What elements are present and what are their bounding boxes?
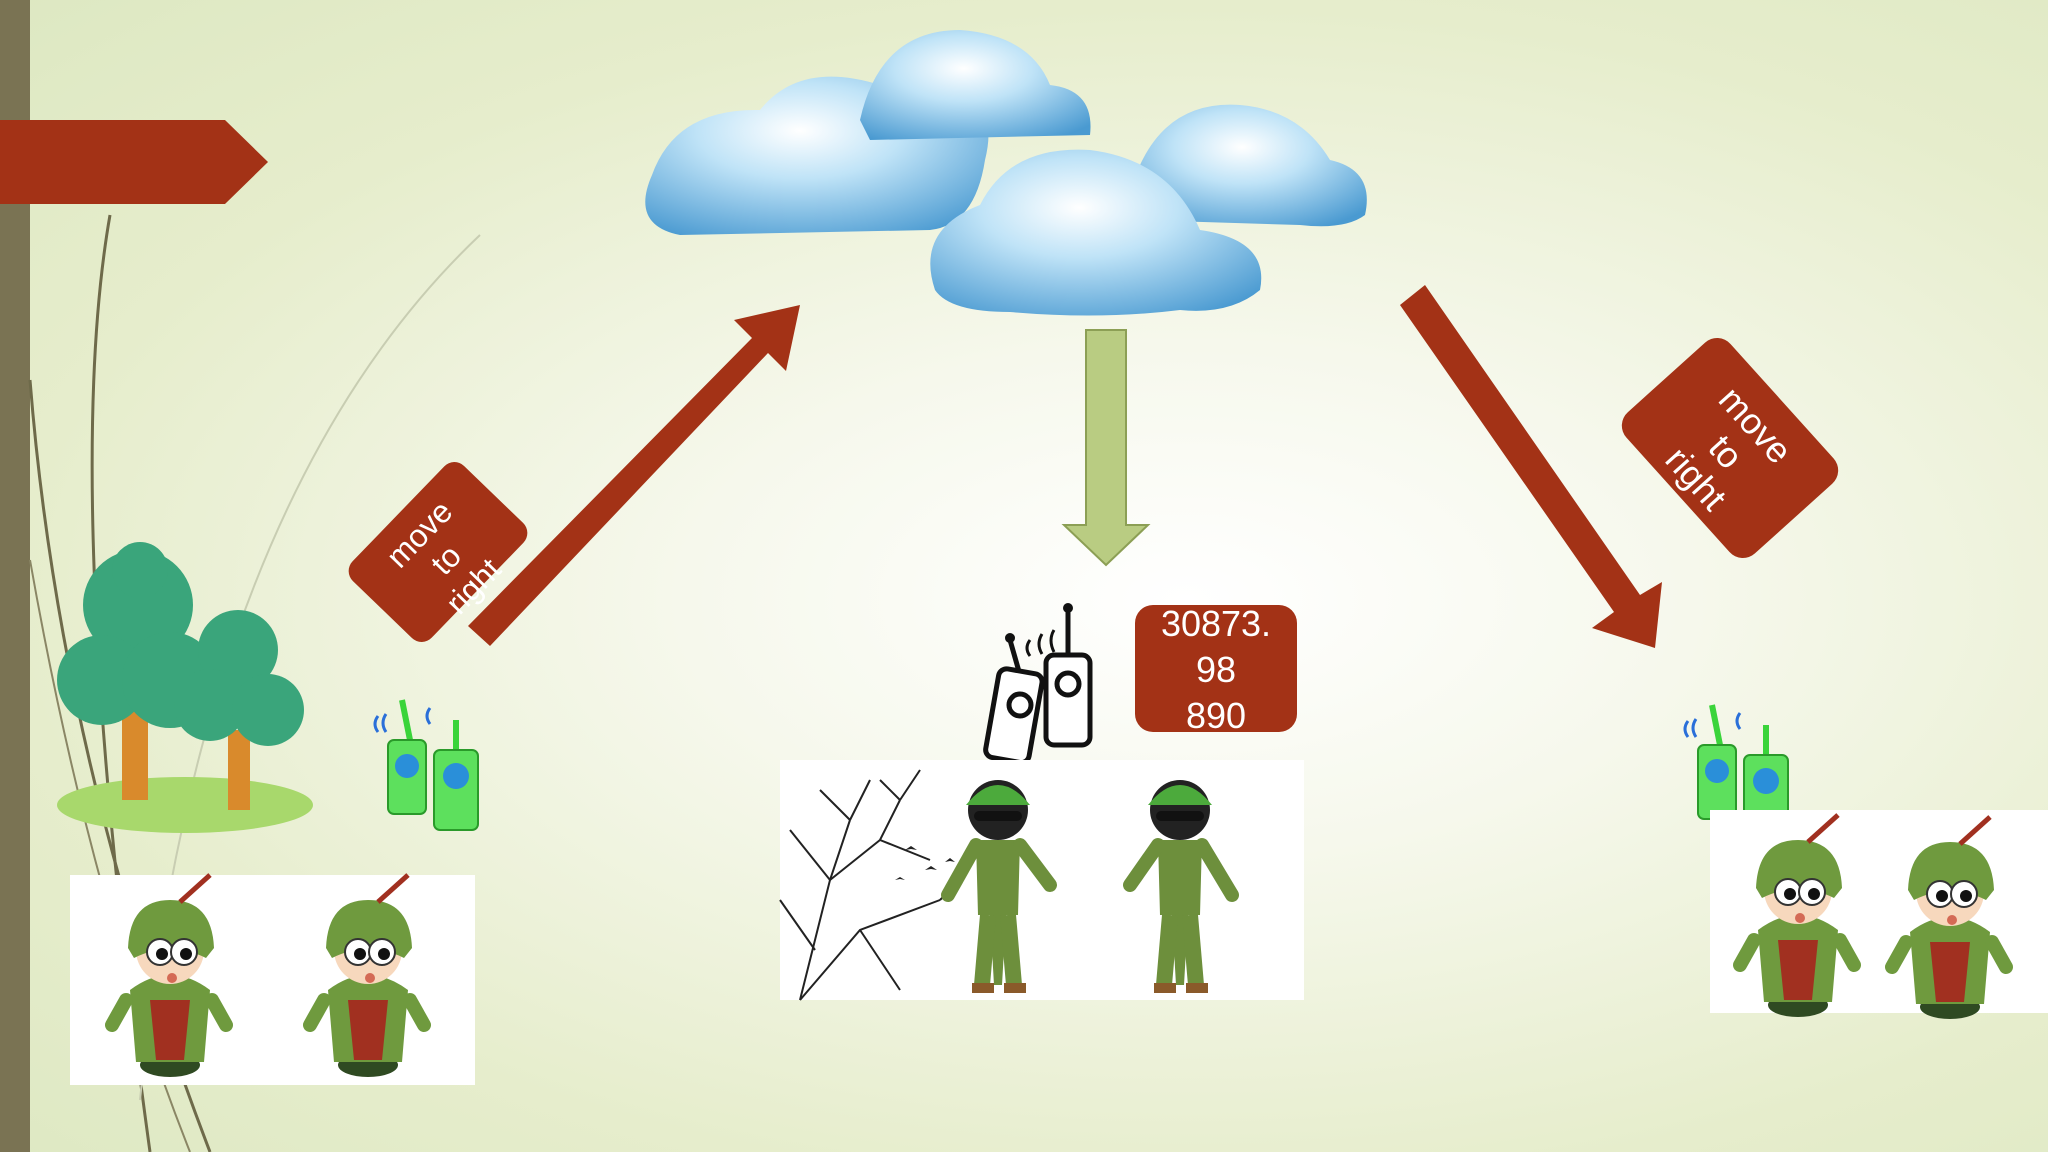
arrow-down-right [1400,285,1662,648]
cloud-icon [645,30,1367,316]
tree-icon [57,542,313,833]
value-box: 30873. 98 890 [1135,603,1297,736]
soldier-icon [1123,780,1239,993]
walkie-talkie-icon [375,700,478,830]
center-soldiers-panel [779,760,1304,1001]
left-move-label: move to right [348,462,528,642]
birds-icon [895,846,955,880]
value-line-1: 30873. [1161,603,1271,644]
right-move-label: move to right [1621,337,1839,559]
value-line-3: 890 [1186,695,1246,736]
value-line-2: 98 [1196,649,1236,690]
right-soldiers-panel [1710,810,2048,1019]
soldier-icon [941,780,1057,993]
walkie-talkie-icon [983,603,1093,766]
title-ribbon [0,120,268,204]
left-soldiers-panel [70,875,475,1085]
arrow-down-green [1061,329,1151,567]
arrow-up-right [468,305,800,646]
